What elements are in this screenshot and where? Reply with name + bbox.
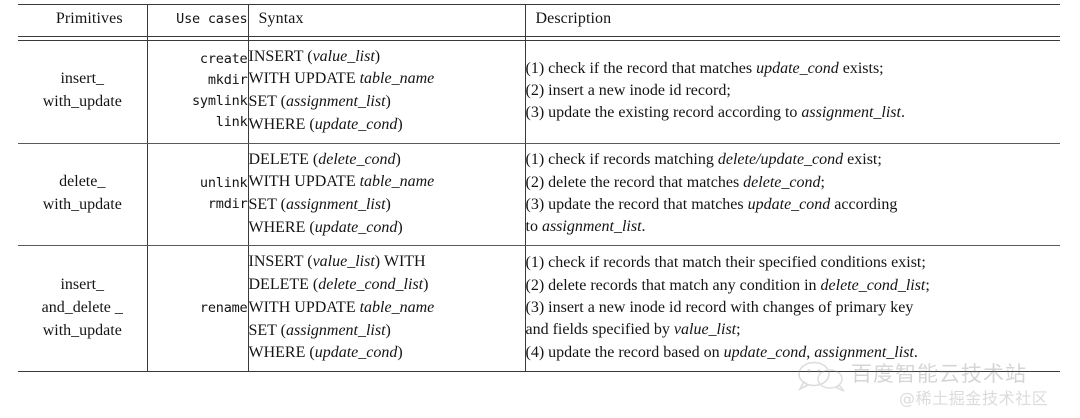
text-line: WITH UPDATE table_name bbox=[248, 173, 435, 191]
text-line: WHERE (update_cond) bbox=[248, 344, 403, 362]
text-line: INSERT (value_list) WITH bbox=[248, 253, 426, 271]
text-line: delete_ bbox=[59, 173, 106, 191]
cell-primitives-1: delete_ with_update bbox=[18, 143, 148, 247]
text-line: INSERT (value_list) bbox=[248, 47, 381, 65]
header-rule-segment-syntax bbox=[248, 36, 526, 41]
text-line: and fields specified by value_list; bbox=[525, 321, 741, 339]
text-line: (3) update the existing record according… bbox=[525, 104, 905, 122]
text-line: (2) insert a new inode id record; bbox=[525, 81, 731, 99]
header-double-rule bbox=[18, 36, 1060, 41]
primitives-syntax-table: Primitives Use cases Syntax Description … bbox=[18, 4, 1060, 373]
cell-syntax-1: DELETE (delete_cond) WITH UPDATE table_na… bbox=[248, 143, 526, 247]
watermark-sub-text: @稀土掘金技术社区 bbox=[899, 389, 1049, 408]
header-rule-segment-primitives bbox=[18, 36, 148, 41]
cell-description-2: (1) check if records that match their sp… bbox=[525, 245, 1060, 373]
text-line: symlink bbox=[192, 93, 248, 110]
cell-primitives-0: insert_ with_update bbox=[18, 40, 148, 144]
text-line: (4) update the record based on update_co… bbox=[525, 343, 918, 361]
text-line: (2) delete records that match any condit… bbox=[525, 276, 930, 294]
column-header-use-cases: Use cases bbox=[147, 4, 249, 37]
text-line: insert_ bbox=[60, 276, 105, 294]
text-line: DELETE (delete_cond) bbox=[248, 150, 401, 168]
cell-primitives-2: insert_ and_delete _ with_update bbox=[18, 245, 148, 373]
text-line: with_update bbox=[42, 196, 122, 214]
text-line: insert_ bbox=[60, 70, 105, 88]
text-line: SET (assignment_list) bbox=[248, 321, 391, 339]
text-line: SET (assignment_list) bbox=[248, 93, 391, 111]
text-line: with_update bbox=[42, 93, 122, 111]
cell-use-cases-1: unlink rmdir bbox=[147, 143, 249, 247]
text-line: (1) check if records matching delete/upd… bbox=[525, 151, 882, 169]
text-line: DELETE (delete_cond_list) bbox=[248, 276, 429, 294]
text-line: (3) insert a new inode id record with ch… bbox=[525, 299, 914, 317]
cell-description-0: (1) check if the record that matches upd… bbox=[525, 40, 1060, 144]
text-line: create bbox=[199, 50, 248, 67]
text-line: rename bbox=[199, 299, 248, 316]
header-rule-segment-description bbox=[525, 36, 1060, 41]
cell-use-cases-2: rename bbox=[147, 245, 249, 373]
cell-syntax-2: INSERT (value_list) WITH DELETE (delete_c… bbox=[248, 245, 526, 373]
table-header-row: Primitives Use cases Syntax Description bbox=[18, 4, 1060, 37]
column-header-description: Description bbox=[525, 4, 1060, 37]
text-line: and_delete _ bbox=[41, 298, 123, 316]
text-line: unlink bbox=[199, 174, 248, 191]
primitives-table-container: Primitives Use cases Syntax Description … bbox=[18, 4, 1060, 373]
text-line: (1) check if records that match their sp… bbox=[525, 254, 926, 272]
text-line: SET (assignment_list) bbox=[248, 196, 391, 214]
text-line: WHERE (update_cond) bbox=[248, 115, 403, 133]
table-header: Primitives Use cases Syntax Description bbox=[18, 4, 1060, 41]
text-line: link bbox=[215, 114, 248, 131]
text-line: (3) update the record that matches updat… bbox=[525, 196, 898, 214]
cell-use-cases-0: create mkdir symlink link bbox=[147, 40, 249, 144]
table-body: insert_ with_update create mkdir symlink link… bbox=[18, 40, 1060, 373]
text-line: WITH UPDATE table_name bbox=[248, 70, 435, 88]
header-rule-segment-use-cases bbox=[147, 36, 249, 41]
table-row: insert_ with_update create mkdir symlink link… bbox=[18, 40, 1060, 144]
text-line: mkdir bbox=[207, 71, 248, 88]
text-line: WHERE (update_cond) bbox=[248, 218, 403, 236]
text-line: (1) check if the record that matches upd… bbox=[525, 59, 884, 77]
cell-description-1: (1) check if records matching delete/upd… bbox=[525, 143, 1060, 247]
text-line: rmdir bbox=[207, 196, 248, 213]
column-header-primitives: Primitives bbox=[18, 4, 148, 37]
column-header-syntax: Syntax bbox=[248, 4, 526, 37]
text-line: WITH UPDATE table_name bbox=[248, 298, 435, 316]
text-line: (2) delete the record that matches delet… bbox=[525, 173, 825, 191]
text-line: with_update bbox=[42, 321, 122, 339]
text-line: to assignment_list. bbox=[525, 218, 646, 236]
cell-syntax-0: INSERT (value_list) WITH UPDATE table_nam… bbox=[248, 40, 526, 144]
